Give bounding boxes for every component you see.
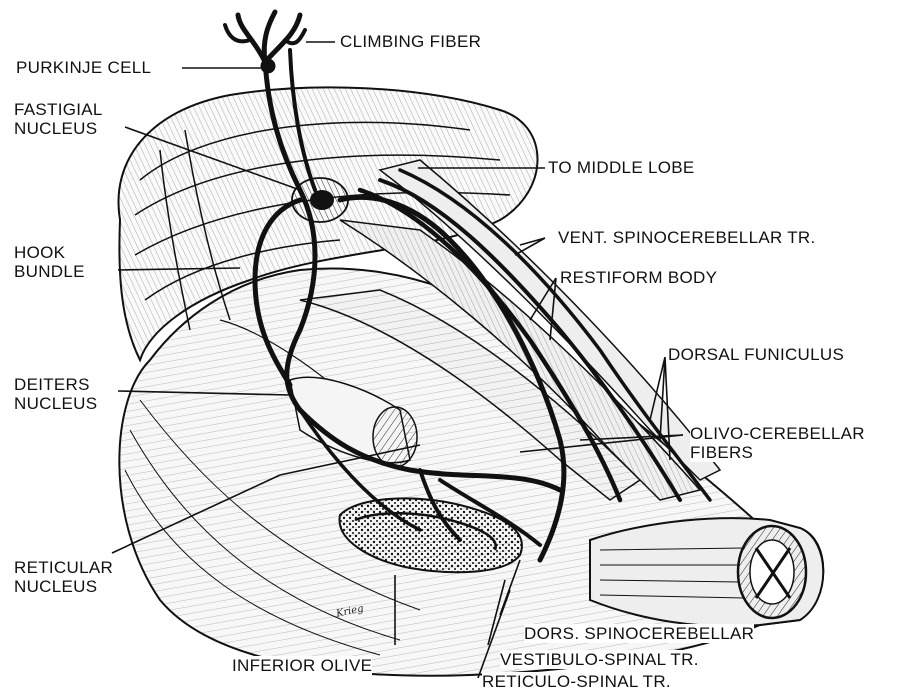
label-restiform-body: RESTIFORM BODY [560,268,717,287]
label-olivo-cerebellar-line2: FIBERS [690,443,865,462]
label-dorsal-funiculus: DORSAL FUNICULUS [668,345,844,364]
label-deiters-nucleus-line1: DEITERS [14,375,97,394]
label-to-middle-lobe: TO MIDDLE LOBE [548,158,695,177]
label-dors-spinocerebellar: DORS. SPINOCEREBELLAR [524,624,754,643]
label-vent-spinocerebellar: VENT. SPINOCEREBELLAR TR. [558,228,816,247]
label-olivo-cerebellar-fibers: OLIVO-CEREBELLAR FIBERS [690,424,865,462]
spinal-cord-cut [590,518,823,626]
label-reticulo-spinal: RETICULO-SPINAL TR. [482,672,671,691]
purkinje-cell-dendrites [225,12,305,73]
label-reticular-nucleus-line1: RETICULAR [14,558,113,577]
label-hook-bundle: HOOK BUNDLE [14,243,85,281]
label-fastigial-nucleus-line1: FASTIGIAL [14,100,103,119]
label-vestibulo-spinal: VESTIBULO-SPINAL TR. [500,650,699,669]
label-reticular-nucleus-line2: NUCLEUS [14,577,113,596]
label-inferior-olive: INFERIOR OLIVE [232,656,372,675]
label-deiters-nucleus-line2: NUCLEUS [14,394,97,413]
label-hook-bundle-line2: BUNDLE [14,262,85,281]
label-hook-bundle-line1: HOOK [14,243,85,262]
label-climbing-fiber: CLIMBING FIBER [340,32,481,51]
label-olivo-cerebellar-line1: OLIVO-CEREBELLAR [690,424,865,443]
label-reticular-nucleus: RETICULAR NUCLEUS [14,558,113,596]
label-fastigial-nucleus: FASTIGIAL NUCLEUS [14,100,103,138]
label-fastigial-nucleus-line2: NUCLEUS [14,119,103,138]
label-purkinje-cell: PURKINJE CELL [16,58,151,77]
label-deiters-nucleus: DEITERS NUCLEUS [14,375,97,413]
